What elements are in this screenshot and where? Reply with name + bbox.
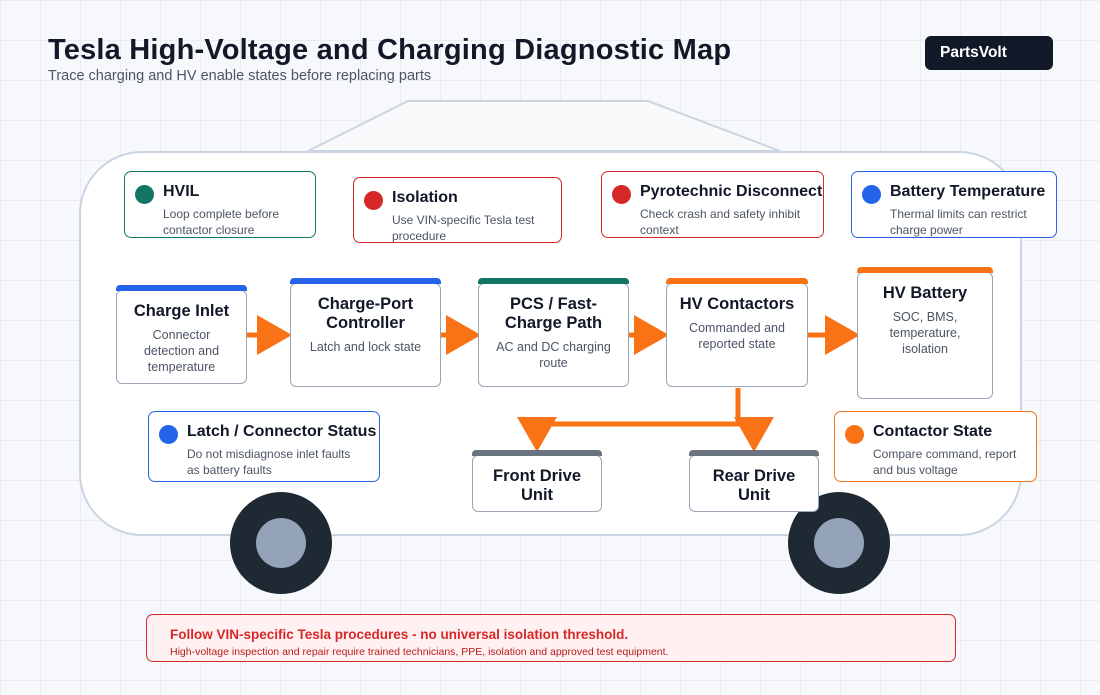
safety-warning-banner: Follow VIN-specific Tesla procedures - n… [146, 614, 956, 662]
brand-badge: PartsVolt [925, 36, 1053, 70]
front-wheel [230, 492, 332, 594]
component-front-drive-unit: Front Drive Unit [472, 450, 602, 512]
warning-title: Follow VIN-specific Tesla procedures - n… [170, 627, 629, 642]
status-dot-icon [364, 191, 383, 210]
component-title: Rear Drive Unit [712, 467, 796, 504]
card-accent-bar [478, 278, 629, 284]
component-charge-inlet: Charge Inlet Connector detection and tem… [116, 285, 247, 384]
status-card-isolation: Isolation Use VIN-specific Tesla test pr… [353, 177, 562, 243]
status-card-battery-temperature: Battery Temperature Thermal limits can r… [851, 171, 1057, 238]
warning-desc: High-voltage inspection and repair requi… [170, 646, 669, 658]
status-title: Pyrotechnic Disconnect [640, 183, 823, 200]
status-card-hvil: HVIL Loop complete before contactor clos… [124, 171, 316, 238]
card-accent-bar [472, 450, 602, 456]
status-desc: Loop complete before contactor closure [163, 207, 280, 237]
status-dot-icon [862, 185, 881, 204]
card-accent-bar [116, 285, 247, 291]
component-title: Charge Inlet [133, 302, 230, 320]
status-card-pyrotechnic-disconnect: Pyrotechnic Disconnect Check crash and s… [601, 171, 824, 238]
component-desc: Commanded and reported state [689, 321, 785, 351]
component-title: HV Battery [882, 284, 968, 302]
status-title: Isolation [392, 189, 458, 206]
status-desc: Use VIN-specific Tesla test procedure [392, 213, 535, 243]
status-title: Latch / Connector Status [187, 423, 377, 440]
card-accent-bar [666, 278, 808, 284]
component-pcs-fast-charge-path: PCS / Fast-Charge Path AC and DC chargin… [478, 278, 629, 387]
page-subtitle: Trace charging and HV enable states befo… [48, 68, 432, 84]
arrow-contactors-to-rear-drive [734, 417, 774, 452]
status-desc: Check crash and safety inhibit context [640, 207, 801, 237]
component-title: Front Drive Unit [492, 467, 581, 504]
card-accent-bar [290, 278, 441, 284]
rear-wheel [788, 492, 890, 594]
component-title: HV Contactors [679, 295, 795, 313]
arrow-contactors-to-front-drive [517, 388, 741, 452]
component-rear-drive-unit: Rear Drive Unit [689, 450, 819, 512]
status-dot-icon [845, 425, 864, 444]
component-charge-port-controller: Charge-Port Controller Latch and lock st… [290, 278, 441, 387]
component-desc: Connector detection and temperature [143, 328, 220, 374]
page-title: Tesla High-Voltage and Charging Diagnost… [48, 34, 732, 66]
status-dot-icon [159, 425, 178, 444]
status-title: Battery Temperature [890, 183, 1046, 200]
status-dot-icon [135, 185, 154, 204]
component-hv-contactors: HV Contactors Commanded and reported sta… [666, 278, 808, 387]
card-accent-bar [689, 450, 819, 456]
component-desc: Latch and lock state [309, 340, 422, 354]
component-desc: AC and DC charging route [496, 340, 611, 370]
component-desc: SOC, BMS, temperature, isolation [889, 310, 961, 356]
status-card-contactor-state: Contactor State Compare command, report … [834, 411, 1037, 482]
status-title: HVIL [163, 183, 200, 200]
component-title: PCS / Fast-Charge Path [504, 295, 603, 332]
status-card-latch-connector: Latch / Connector Status Do not misdiagn… [148, 411, 380, 482]
component-hv-battery: HV Battery SOC, BMS, temperature, isolat… [857, 267, 993, 399]
power-flow-arrows [247, 315, 860, 452]
status-desc: Compare command, report and bus voltage [873, 447, 1017, 477]
component-title: Charge-Port Controller [317, 295, 414, 332]
status-desc: Thermal limits can restrict charge power [890, 207, 1027, 237]
status-desc: Do not misdiagnose inlet faults as batte… [187, 447, 351, 477]
status-title: Contactor State [873, 423, 993, 440]
status-dot-icon [612, 185, 631, 204]
card-accent-bar [857, 267, 993, 273]
